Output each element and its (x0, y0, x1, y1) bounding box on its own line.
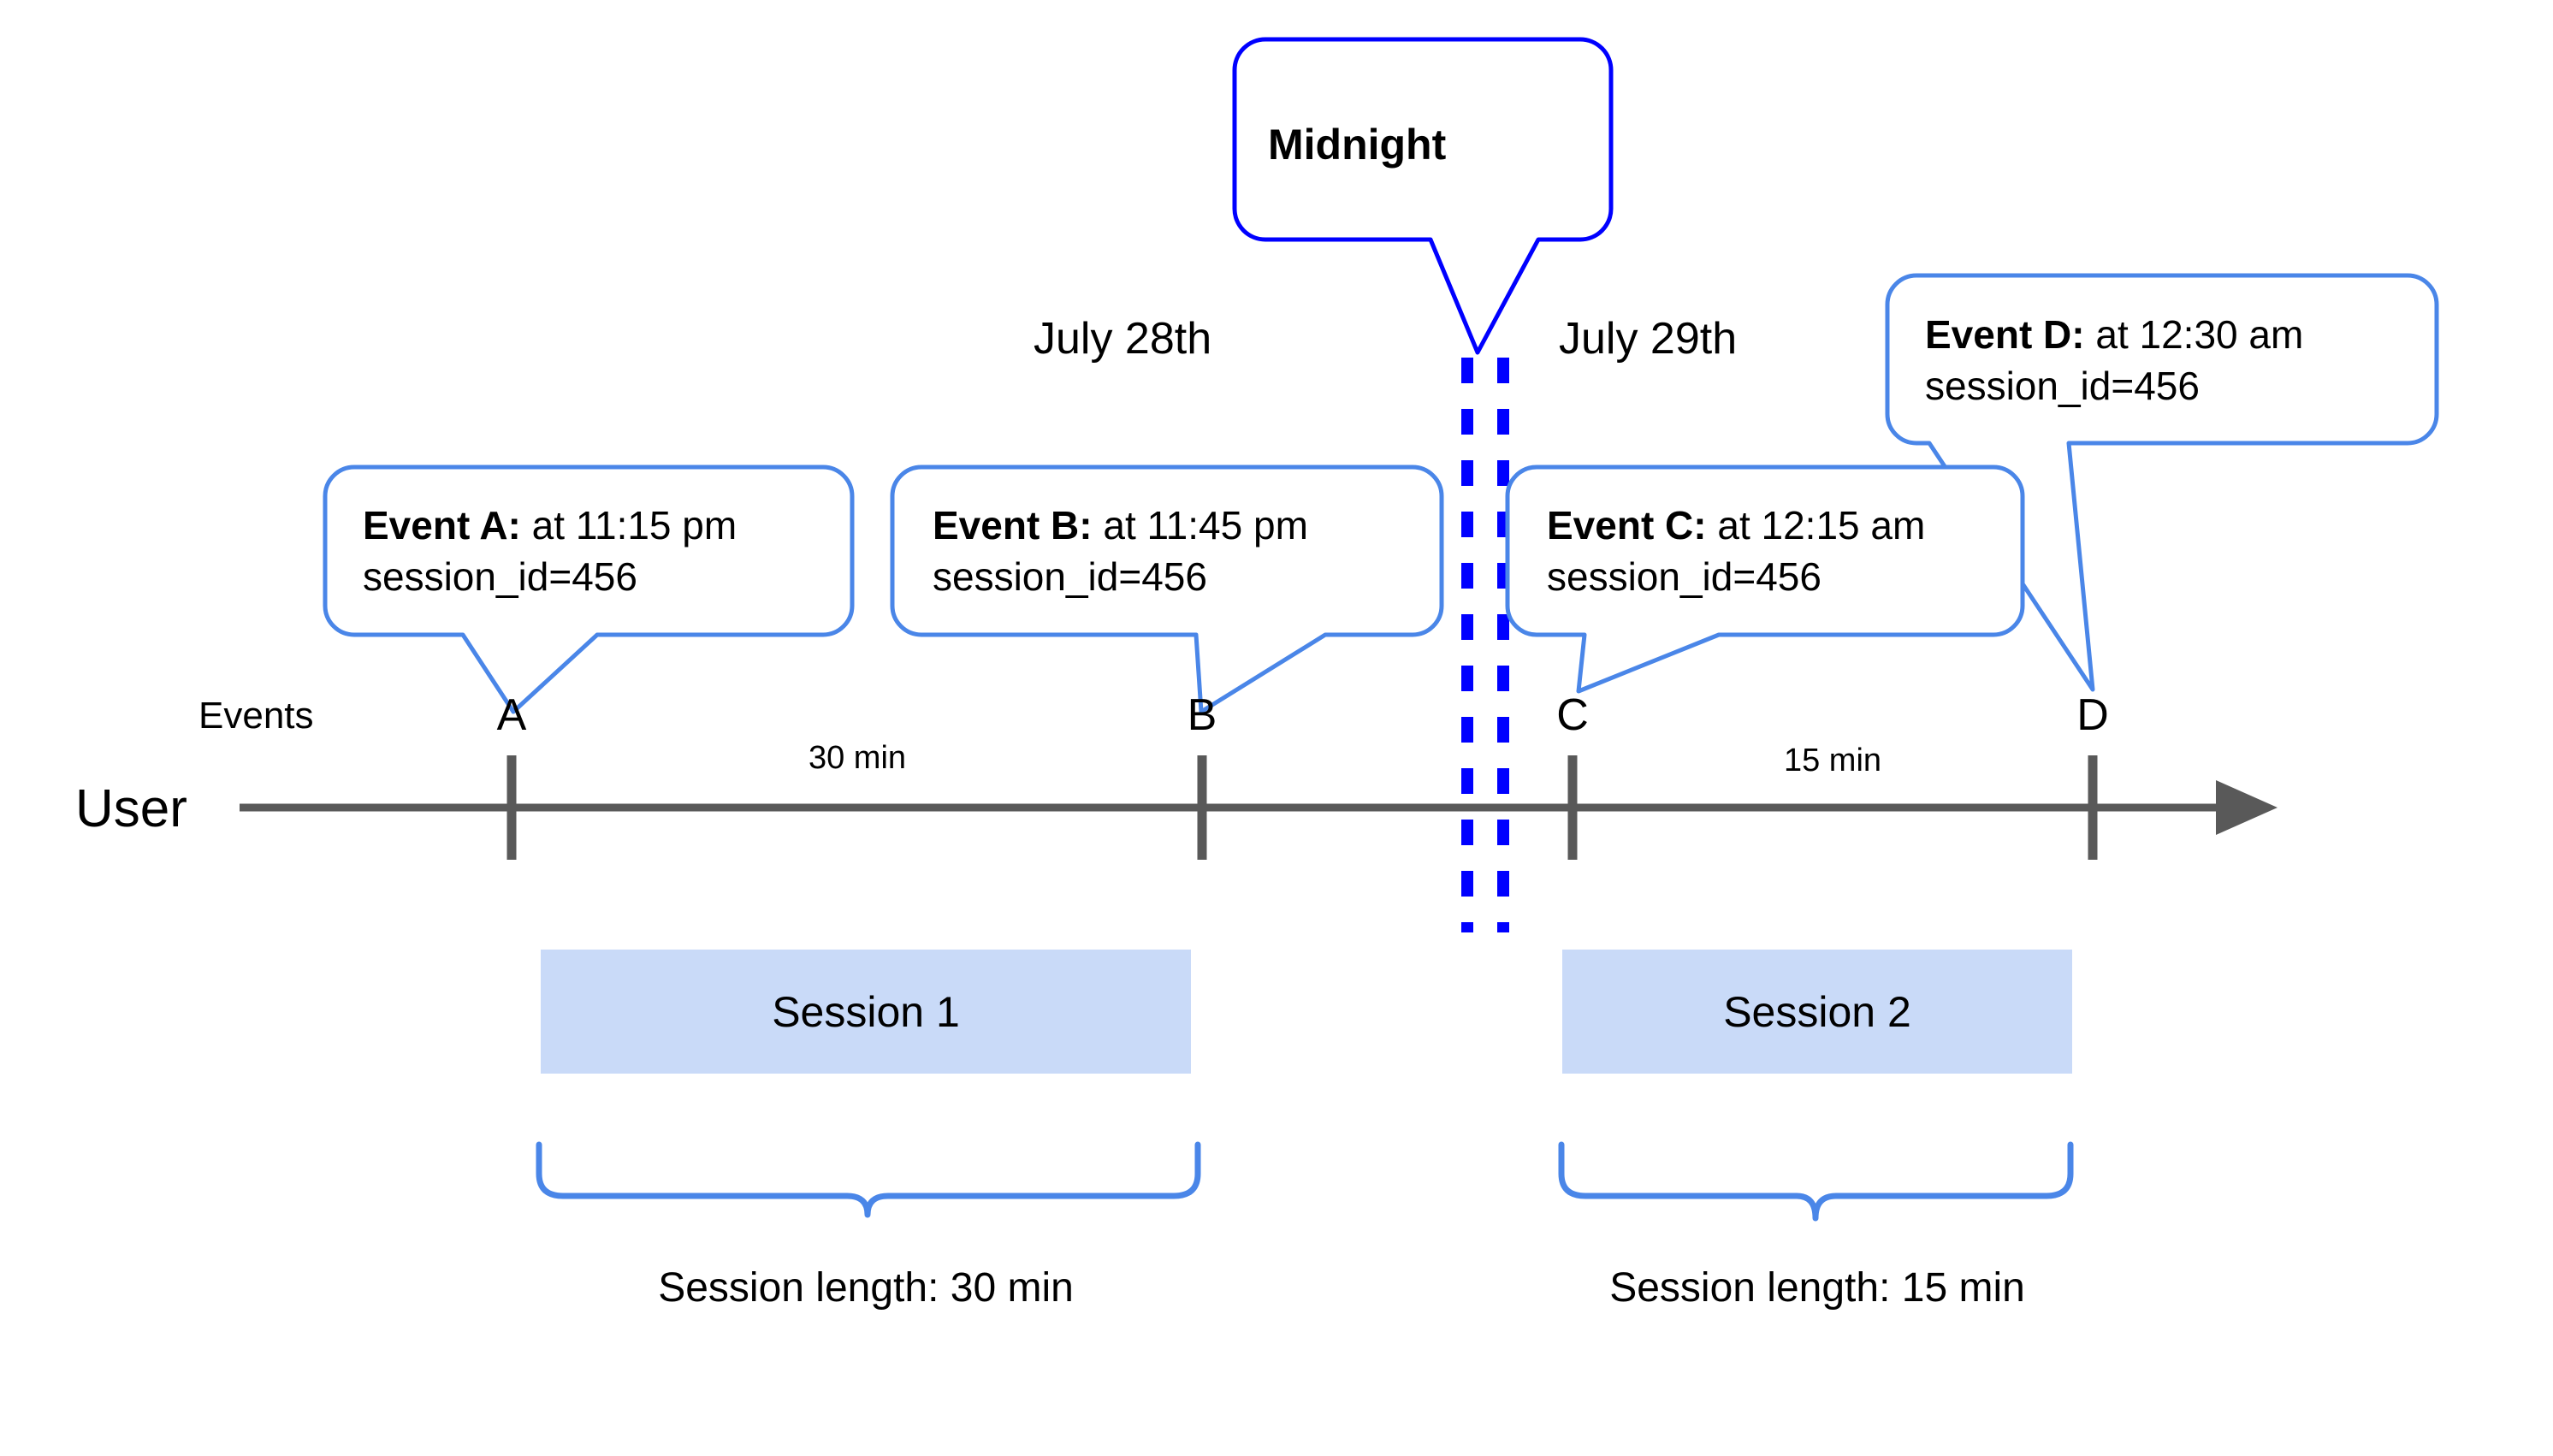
event-c-bubble-path (1505, 465, 2025, 694)
event-c-line-1: Event C: at 12:15 am (1547, 500, 1925, 552)
event-a-callout-shape (323, 465, 855, 714)
event-b-bold-prefix: Event B: (933, 503, 1093, 547)
event-c-callout-text: Event C: at 12:15 am session_id=456 (1547, 500, 1925, 603)
timeline-arrowhead (2216, 780, 2278, 835)
event-a-bold-prefix: Event A: (363, 503, 521, 547)
event-b-time: at 11:45 pm (1092, 503, 1308, 547)
event-a-line-1: Event A: at 11:15 pm (363, 500, 737, 552)
session-2-brace (1558, 1141, 2074, 1222)
tick-label-d: D (2076, 690, 2109, 740)
event-d-bold-prefix: Event D: (1925, 312, 2085, 357)
event-d-line-2: session_id=456 (1925, 363, 2200, 408)
session-1-box-label: Session 1 (772, 987, 960, 1036)
event-d-callout-text: Event D: at 12:30 am session_id=456 (1925, 310, 2303, 412)
session-2-brace-path (1558, 1141, 2074, 1222)
tick-label-b: B (1187, 690, 1217, 740)
session-2-box: Session 2 (1562, 950, 2072, 1074)
tick-label-c: C (1556, 690, 1589, 740)
tick-label-a: A (496, 690, 527, 740)
timeline-axis (240, 780, 2278, 835)
event-c-bold-prefix: Event C: (1547, 503, 1707, 547)
event-b-callout-shape (890, 465, 1444, 714)
session-1-box: Session 1 (541, 950, 1191, 1074)
event-d-time: at 12:30 am (2084, 312, 2304, 357)
event-b-callout-text: Event B: at 11:45 pm session_id=456 (933, 500, 1308, 603)
date-label-july-28: July 28th (1034, 314, 1212, 364)
event-c-time: at 12:15 am (1706, 503, 1926, 547)
session-1-brace (536, 1141, 1201, 1218)
event-a-callout-text: Event A: at 11:15 pm session_id=456 (363, 500, 737, 603)
session-2-length-label: Session length: 15 min (1609, 1265, 2025, 1311)
event-b-line-2: session_id=456 (933, 553, 1207, 599)
event-a-line-2: session_id=456 (363, 553, 637, 599)
event-b-bubble-path (890, 465, 1444, 714)
event-c-callout-shape (1505, 465, 2025, 694)
event-a-bubble-path (323, 465, 855, 714)
midnight-callout-label: Midnight (1268, 121, 1447, 169)
event-b-line-1: Event B: at 11:45 pm (933, 500, 1308, 552)
midnight-dashed-lines (1461, 358, 1509, 932)
event-c-line-2: session_id=456 (1547, 553, 1821, 599)
session-2-box-label: Session 2 (1723, 987, 1911, 1036)
midnight-callout-shape (1232, 37, 1614, 355)
session-1-brace-path (536, 1141, 1201, 1218)
duration-label-c-to-d: 15 min (1783, 743, 1882, 778)
midnight-bubble-path (1232, 37, 1614, 355)
row-label-events: Events (198, 695, 314, 737)
event-a-time: at 11:15 pm (520, 503, 737, 547)
date-label-july-29: July 29th (1559, 314, 1738, 364)
duration-label-a-to-b: 30 min (808, 740, 907, 776)
event-d-line-1: Event D: at 12:30 am (1925, 310, 2303, 361)
session-1-length-label: Session length: 30 min (658, 1265, 1074, 1311)
row-label-user: User (75, 779, 187, 838)
timeline-ticks (506, 755, 2098, 860)
